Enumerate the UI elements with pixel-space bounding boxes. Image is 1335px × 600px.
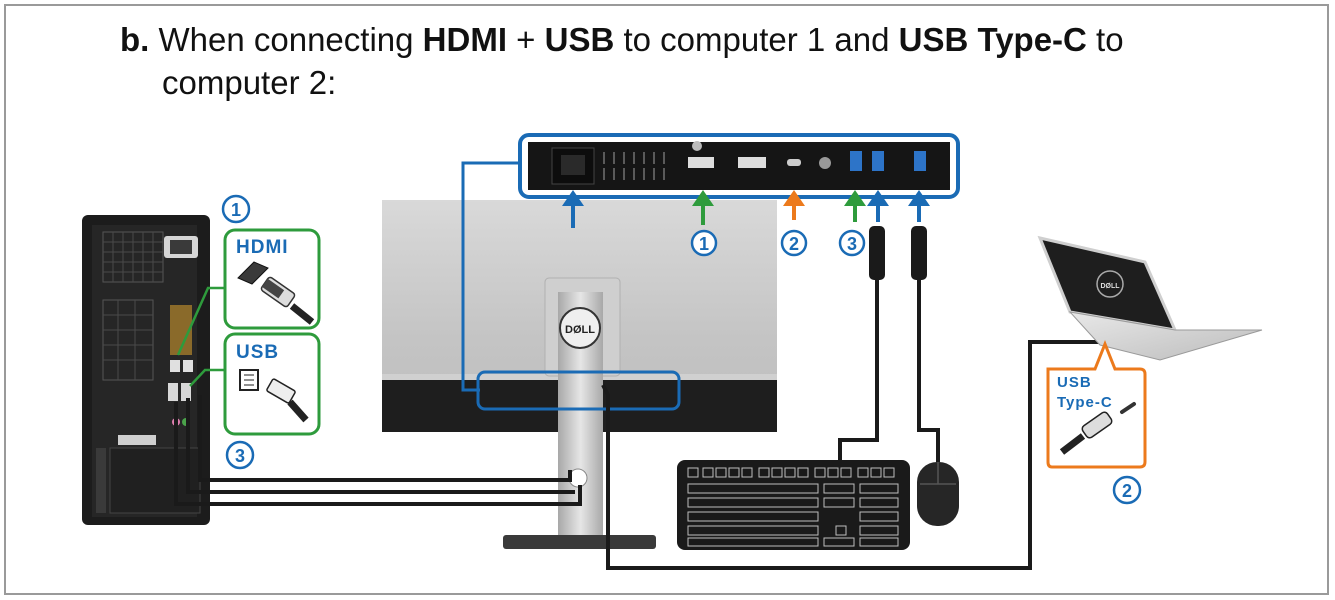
arrow-power: [562, 190, 584, 228]
laptop-logo: DØLL: [1100, 283, 1120, 290]
heading-text: to computer 1 and: [614, 21, 899, 58]
arrow-hdmi: [692, 190, 714, 225]
monitor-logo: DØLL: [565, 324, 595, 336]
cables: [174, 226, 1105, 570]
instruction-heading: b. When connecting HDMI + USB to compute…: [120, 18, 1124, 104]
step-marker: b.: [120, 21, 150, 58]
badge-2-monitor: 2: [789, 234, 799, 254]
badge-1-pc: 1: [231, 200, 241, 220]
heading-text: +: [507, 21, 545, 58]
monitor-port-panel: [518, 133, 960, 199]
heading-text: When connecting: [149, 21, 423, 58]
monitor: DØLL: [382, 200, 777, 549]
heading-usbc: USB Type-C: [898, 21, 1087, 58]
heading-text: to: [1086, 21, 1124, 58]
arrow-usb-mouse: [908, 190, 930, 222]
hdmi-callout: 1 HDMI: [176, 194, 321, 356]
usb-label: USB: [236, 342, 279, 363]
arrow-usb-keyboard: [867, 190, 889, 222]
heading-hdmi: HDMI: [422, 21, 507, 58]
mouse: [917, 462, 959, 526]
usbc-callout: USB Type-C 2: [1046, 339, 1147, 505]
badge-3-monitor: 3: [847, 234, 857, 254]
arrow-usbc: [783, 190, 805, 220]
arrow-usb-upstream: [844, 190, 866, 222]
cable-management-highlight: [476, 370, 681, 411]
keyboard: [677, 460, 910, 550]
hdmi-label: HDMI: [236, 237, 289, 258]
port-arrows: [562, 190, 930, 228]
laptop: DØLL: [1037, 235, 1263, 361]
badge-2-laptop: 2: [1122, 481, 1132, 501]
usbc-label-line1: USB: [1057, 374, 1092, 391]
badge-3-pc: 3: [235, 446, 245, 466]
heading-line2: computer 2:: [162, 64, 337, 101]
badge-1-monitor: 1: [699, 234, 709, 254]
heading-usb: USB: [544, 21, 615, 58]
monitor-number-badges: 1 2 3: [690, 229, 866, 257]
desktop-tower: [82, 215, 210, 525]
usb-callout: USB 3: [189, 332, 321, 470]
usbc-label-line2: Type-C: [1057, 394, 1113, 411]
